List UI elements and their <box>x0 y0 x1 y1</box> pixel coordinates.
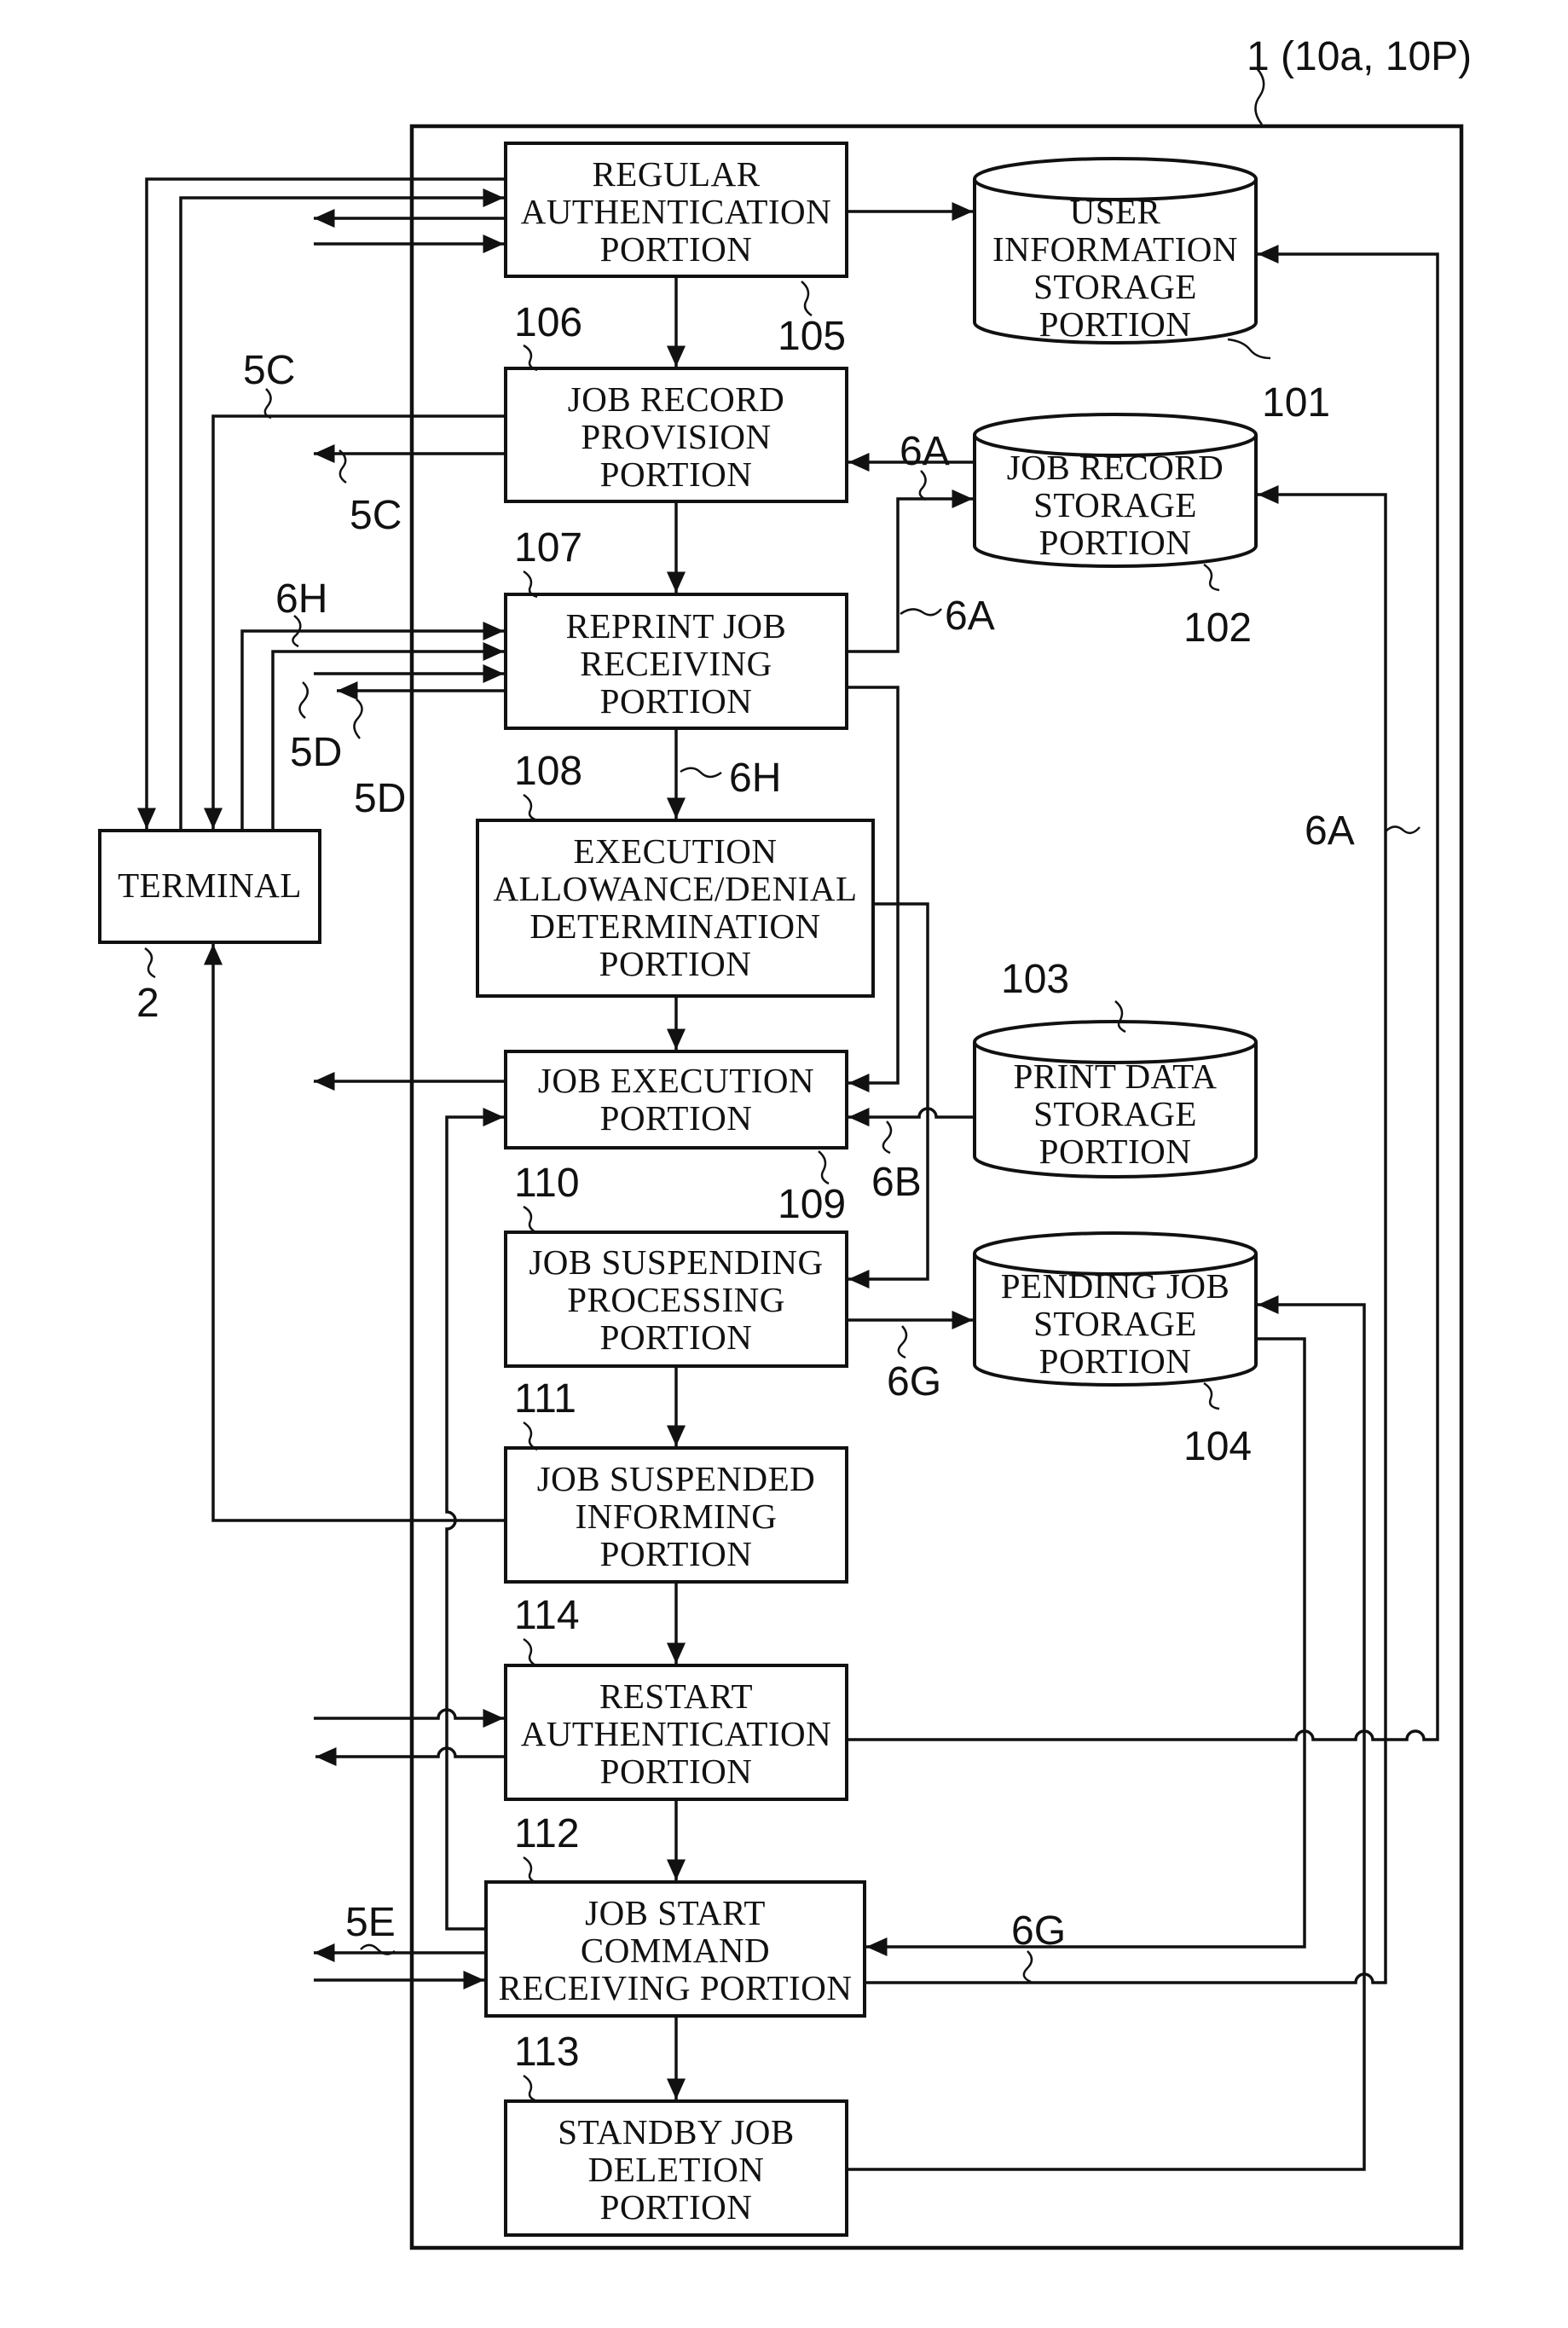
ref-112: 112 <box>514 1811 580 1856</box>
job-suspending-processing-block: JOB SUSPENDING PROCESSING PORTION <box>506 1232 847 1366</box>
svg-text:INFORMING: INFORMING <box>576 1497 778 1536</box>
regular-authentication-block: REGULAR AUTHENTICATION PORTION <box>506 143 847 276</box>
ref-111: 111 <box>514 1376 576 1422</box>
label-5c: 5C <box>350 493 402 538</box>
job-suspended-informing-block: JOB SUSPENDED INFORMING PORTION <box>506 1448 847 1582</box>
print-data-storage: PRINT DATA STORAGE PORTION <box>975 1022 1256 1177</box>
pending-job-storage: PENDING JOB STORAGE PORTION <box>975 1233 1256 1385</box>
svg-text:PORTION: PORTION <box>600 229 753 269</box>
job-execution-block: JOB EXECUTION PORTION <box>506 1051 847 1148</box>
label-5d: 5D <box>290 730 342 775</box>
svg-text:COMMAND: COMMAND <box>581 1931 770 1970</box>
label-6a: 6A <box>945 594 995 639</box>
ref-102: 102 <box>1183 605 1252 651</box>
svg-text:AUTHENTICATION: AUTHENTICATION <box>521 192 832 231</box>
svg-text:PORTION: PORTION <box>600 681 753 721</box>
ref-109: 109 <box>778 1182 846 1227</box>
ref-104: 104 <box>1183 1424 1252 1469</box>
svg-text:REPRINT JOB: REPRINT JOB <box>566 606 787 646</box>
svg-text:STORAGE: STORAGE <box>1033 1304 1197 1343</box>
svg-text:STANDBY JOB: STANDBY JOB <box>558 2112 795 2151</box>
svg-text:JOB EXECUTION: JOB EXECUTION <box>538 1061 814 1100</box>
label-6a: 6A <box>1305 808 1355 854</box>
svg-text:PORTION: PORTION <box>599 944 752 983</box>
job-record-provision-block: JOB RECORD PROVISION PORTION <box>506 368 847 501</box>
label-6h: 6H <box>729 756 781 801</box>
svg-text:DETERMINATION: DETERMINATION <box>529 906 820 946</box>
label-6b: 6B <box>871 1160 922 1205</box>
svg-text:EXECUTION: EXECUTION <box>573 831 777 871</box>
svg-text:STORAGE: STORAGE <box>1033 485 1197 524</box>
svg-text:PORTION: PORTION <box>600 1317 753 1357</box>
label-6g: 6G <box>887 1359 941 1404</box>
svg-text:REGULAR: REGULAR <box>592 154 760 194</box>
ref-2: 2 <box>136 981 159 1026</box>
job-record-storage: JOB RECORD STORAGE PORTION <box>975 414 1256 566</box>
svg-text:INFORMATION: INFORMATION <box>992 229 1238 269</box>
svg-text:RESTART: RESTART <box>599 1677 753 1716</box>
svg-text:STORAGE: STORAGE <box>1033 267 1197 306</box>
ref-105: 105 <box>778 314 846 359</box>
svg-text:PORTION: PORTION <box>1039 1132 1192 1171</box>
svg-text:USER: USER <box>1070 192 1161 231</box>
restart-authentication-block: RESTART AUTHENTICATION PORTION <box>506 1665 847 1799</box>
svg-text:AUTHENTICATION: AUTHENTICATION <box>521 1714 832 1753</box>
svg-text:PORTION: PORTION <box>600 1098 753 1138</box>
ref-114: 114 <box>514 1593 580 1638</box>
ref-113: 113 <box>514 2030 580 2075</box>
svg-text:DELETION: DELETION <box>588 2150 765 2189</box>
job-start-command-receiving-block: JOB START COMMAND RECEIVING PORTION <box>486 1882 865 2016</box>
label-5c: 5C <box>243 348 295 393</box>
svg-text:PORTION: PORTION <box>600 1534 753 1573</box>
standby-job-deletion-block: STANDBY JOB DELETION PORTION <box>506 2101 847 2235</box>
label-6g: 6G <box>1011 1908 1066 1954</box>
ref-103: 103 <box>1001 957 1069 1002</box>
svg-text:TERMINAL: TERMINAL <box>118 866 302 905</box>
label-5d: 5D <box>354 776 406 821</box>
ref-108: 108 <box>514 749 582 794</box>
svg-text:ALLOWANCE/DENIAL: ALLOWANCE/DENIAL <box>493 869 857 908</box>
svg-text:JOB RECORD: JOB RECORD <box>568 379 784 419</box>
svg-text:JOB START: JOB START <box>585 1893 766 1932</box>
svg-text:PROCESSING: PROCESSING <box>567 1280 785 1319</box>
ref-107: 107 <box>514 525 582 570</box>
ref-101: 101 <box>1262 380 1330 426</box>
svg-text:RECEIVING PORTION: RECEIVING PORTION <box>499 1968 853 2007</box>
svg-text:JOB SUSPENDING: JOB SUSPENDING <box>529 1242 823 1282</box>
ref-106: 106 <box>514 300 582 345</box>
svg-text:PORTION: PORTION <box>600 1752 753 1791</box>
svg-text:PORTION: PORTION <box>1039 523 1192 562</box>
svg-text:PORTION: PORTION <box>600 455 753 494</box>
svg-text:PRINT DATA: PRINT DATA <box>1013 1057 1217 1096</box>
svg-text:PORTION: PORTION <box>1039 1341 1192 1381</box>
execution-allowance-denial-block: EXECUTION ALLOWANCE/DENIAL DETERMINATION… <box>477 820 873 996</box>
label-6a: 6A <box>900 429 950 474</box>
reprint-job-receiving-block: REPRINT JOB RECEIVING PORTION <box>506 594 847 728</box>
svg-text:PORTION: PORTION <box>1039 304 1192 344</box>
svg-text:RECEIVING: RECEIVING <box>580 644 772 683</box>
svg-text:STORAGE: STORAGE <box>1033 1094 1197 1133</box>
svg-text:JOB SUSPENDED: JOB SUSPENDED <box>537 1459 816 1498</box>
svg-text:PROVISION: PROVISION <box>581 417 771 456</box>
svg-text:PENDING JOB: PENDING JOB <box>1001 1266 1230 1306</box>
svg-text:PORTION: PORTION <box>600 2187 753 2227</box>
ref-110: 110 <box>514 1161 580 1206</box>
user-information-storage: USER INFORMATION STORAGE PORTION <box>975 159 1256 344</box>
label-6h: 6H <box>275 576 327 622</box>
label-5e: 5E <box>345 1900 396 1945</box>
device-label: 1 (10a, 10P) <box>1247 34 1472 79</box>
svg-text:JOB RECORD: JOB RECORD <box>1007 448 1224 487</box>
terminal-block: TERMINAL <box>100 831 320 942</box>
